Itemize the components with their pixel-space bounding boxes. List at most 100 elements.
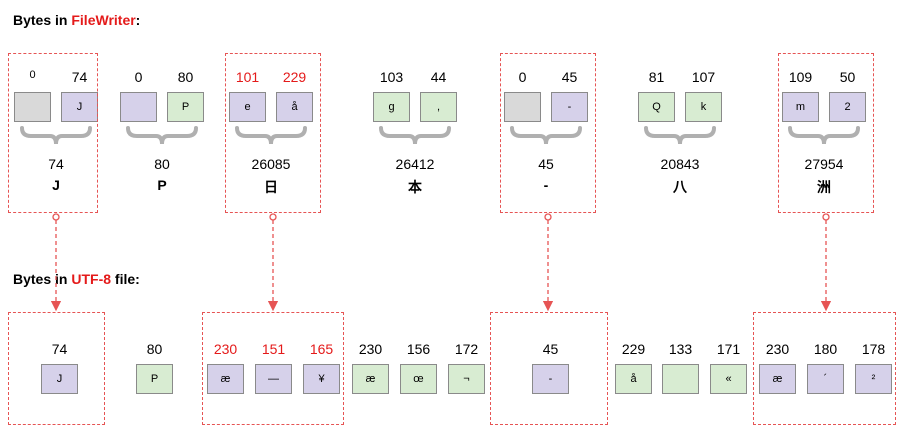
utf8-heading-highlight: UTF-8 xyxy=(71,271,112,287)
utf8-byte-value: 230 xyxy=(358,341,383,357)
connector-start-dot xyxy=(544,213,552,221)
fw-code-value: 45 xyxy=(538,156,554,172)
fw-byte-box: J xyxy=(61,92,98,122)
fw-byte-box: k xyxy=(685,92,722,122)
utf8-byte-box: ² xyxy=(855,364,892,394)
fw-highlight-box xyxy=(8,53,98,213)
utf8-byte-box: œ xyxy=(400,364,437,394)
utf8-byte-value: 80 xyxy=(146,341,163,357)
utf8-byte-value: 229 xyxy=(621,341,646,357)
fw-brace xyxy=(788,126,860,145)
fw-byte-value: 0 xyxy=(134,69,143,85)
utf8-heading-prefix: Bytes in xyxy=(13,271,72,287)
fw-char: 日 xyxy=(264,179,278,195)
fw-byte-value: 74 xyxy=(71,69,88,85)
fw-char: 洲 xyxy=(817,179,831,195)
fw-byte-box xyxy=(120,92,157,122)
utf8-byte-value: 230 xyxy=(213,341,238,357)
utf8-byte-value: 172 xyxy=(454,341,479,357)
filewriter-heading-highlight: FileWriter xyxy=(71,12,136,28)
fw-byte-value: 109 xyxy=(788,69,813,85)
utf8-byte-value: 165 xyxy=(309,341,334,357)
fw-byte-box: 2 xyxy=(829,92,866,122)
connector-start-dot xyxy=(822,213,830,221)
utf8-byte-box: æ xyxy=(759,364,796,394)
utf8-highlight-box xyxy=(8,312,105,425)
fw-byte-box: å xyxy=(276,92,313,122)
fw-brace xyxy=(644,126,716,145)
utf8-byte-box: æ xyxy=(352,364,389,394)
utf8-byte-value: 156 xyxy=(406,341,431,357)
fw-byte-box: g xyxy=(373,92,410,122)
utf8-byte-value: 74 xyxy=(51,341,68,357)
fw-byte-value: 45 xyxy=(561,69,578,85)
fw-code-value: 26412 xyxy=(395,156,435,172)
utf8-heading: Bytes in UTF-8 file: xyxy=(13,271,140,287)
utf8-byte-box: ¥ xyxy=(303,364,340,394)
utf8-heading-suffix: file: xyxy=(111,271,140,287)
fw-code-value: 74 xyxy=(48,156,64,172)
utf8-byte-box: ´ xyxy=(807,364,844,394)
fw-char: 八 xyxy=(673,179,687,195)
fw-byte-value: 44 xyxy=(430,69,447,85)
filewriter-heading-prefix: Bytes in xyxy=(13,12,72,28)
utf8-byte-box: J xyxy=(41,364,78,394)
fw-byte-value: 50 xyxy=(839,69,856,85)
filewriter-heading: Bytes in FileWriter: xyxy=(13,12,140,28)
utf8-highlight-box xyxy=(490,312,608,425)
utf8-byte-box: ¬ xyxy=(448,364,485,394)
fw-code-value: 27954 xyxy=(804,156,844,172)
fw-brace xyxy=(510,126,582,145)
fw-byte-value: 80 xyxy=(177,69,194,85)
filewriter-heading-suffix: : xyxy=(135,12,141,28)
utf8-byte-box xyxy=(662,364,699,394)
fw-byte-value: 101 xyxy=(235,69,260,85)
fw-byte-box: , xyxy=(420,92,457,122)
fw-char: P xyxy=(157,177,167,193)
fw-byte-value: 0 xyxy=(518,69,527,85)
utf8-byte-box: P xyxy=(136,364,173,394)
connector-start-dot xyxy=(52,213,60,221)
fw-brace xyxy=(20,126,92,145)
fw-byte-value: 0 xyxy=(29,69,36,81)
fw-byte-value: 107 xyxy=(691,69,716,85)
fw-byte-box xyxy=(504,92,541,122)
utf8-highlight-box xyxy=(202,312,344,425)
fw-byte-box: e xyxy=(229,92,266,122)
connector-start-dot xyxy=(269,213,277,221)
fw-byte-box: - xyxy=(551,92,588,122)
fw-highlight-box xyxy=(778,53,874,213)
utf8-byte-box: — xyxy=(255,364,292,394)
utf8-byte-box: - xyxy=(532,364,569,394)
utf8-byte-box: å xyxy=(615,364,652,394)
fw-byte-value: 103 xyxy=(379,69,404,85)
fw-char: 本 xyxy=(408,179,422,195)
fw-char: J xyxy=(52,177,60,193)
fw-code-value: 26085 xyxy=(251,156,291,172)
fw-byte-value: 81 xyxy=(648,69,665,85)
fw-code-value: 20843 xyxy=(660,156,700,172)
fw-brace xyxy=(235,126,307,145)
utf8-byte-value: 171 xyxy=(716,341,741,357)
fw-highlight-box xyxy=(500,53,596,213)
fw-byte-box: m xyxy=(782,92,819,122)
utf8-byte-value: 133 xyxy=(668,341,693,357)
utf8-byte-value: 230 xyxy=(765,341,790,357)
utf8-byte-value: 45 xyxy=(542,341,559,357)
fw-byte-box xyxy=(14,92,51,122)
utf8-byte-box: æ xyxy=(207,364,244,394)
fw-byte-value: 229 xyxy=(282,69,307,85)
utf8-byte-value: 151 xyxy=(261,341,286,357)
fw-byte-box: P xyxy=(167,92,204,122)
utf8-byte-value: 178 xyxy=(861,341,886,357)
utf8-byte-value: 180 xyxy=(813,341,838,357)
fw-code-value: 80 xyxy=(154,156,170,172)
fw-highlight-box xyxy=(225,53,321,213)
fw-byte-box: Q xyxy=(638,92,675,122)
fw-brace xyxy=(379,126,451,145)
utf8-highlight-box xyxy=(753,312,896,425)
utf8-byte-box: « xyxy=(710,364,747,394)
fw-brace xyxy=(126,126,198,145)
fw-char: - xyxy=(543,177,549,193)
